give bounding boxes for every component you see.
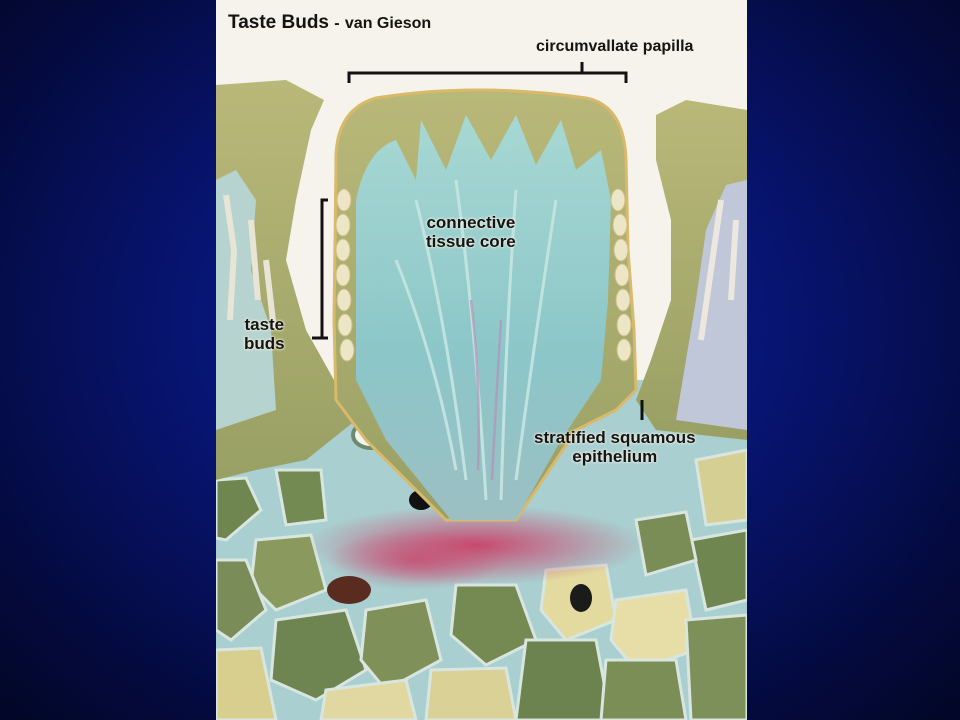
label-line: taste	[244, 315, 285, 334]
taste-buds-bracket	[312, 198, 328, 340]
muscle-bundles	[216, 393, 747, 720]
blood-vessel	[327, 576, 371, 604]
label-line: buds	[244, 334, 285, 353]
label-line: tissue core	[426, 232, 516, 251]
title-text: Taste Buds	[228, 12, 330, 33]
histology-image: Taste Buds - van Gieson circumvallate pa…	[216, 0, 747, 720]
label-line: connective	[426, 213, 516, 232]
micrograph-illustration	[216, 62, 747, 720]
blood-vessel	[570, 584, 592, 612]
label-line: epithelium	[572, 447, 658, 466]
label-line: stratified squamous	[534, 428, 696, 447]
label-stratified-squamous-epithelium: stratified squamous epithelium	[534, 428, 696, 466]
label-circumvallate-papilla: circumvallate papilla	[536, 38, 694, 55]
label-connective-tissue-core: connective tissue core	[426, 213, 516, 251]
label-taste-buds: taste buds	[244, 315, 285, 353]
taste-bud-cells	[335, 188, 632, 362]
slide-title: Taste Buds - van Gieson	[228, 13, 431, 33]
title-separator: -	[334, 15, 340, 32]
stain-name: van Gieson	[344, 15, 432, 32]
papilla-bracket	[347, 62, 628, 83]
